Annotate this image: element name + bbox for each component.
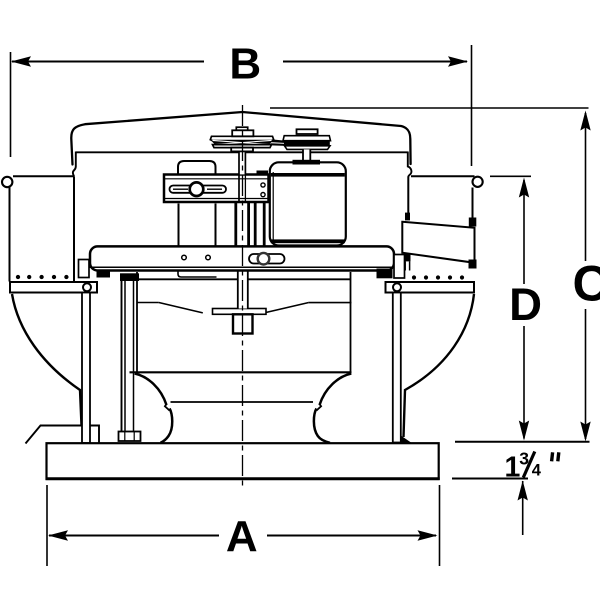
svg-text:B: B [229, 40, 261, 89]
svg-text:1: 1 [505, 451, 521, 483]
svg-text:3: 3 [519, 448, 529, 468]
svg-text:4: 4 [532, 462, 542, 480]
svg-text:D: D [509, 279, 542, 330]
svg-text:A: A [226, 512, 258, 561]
svg-text:C: C [572, 255, 600, 311]
